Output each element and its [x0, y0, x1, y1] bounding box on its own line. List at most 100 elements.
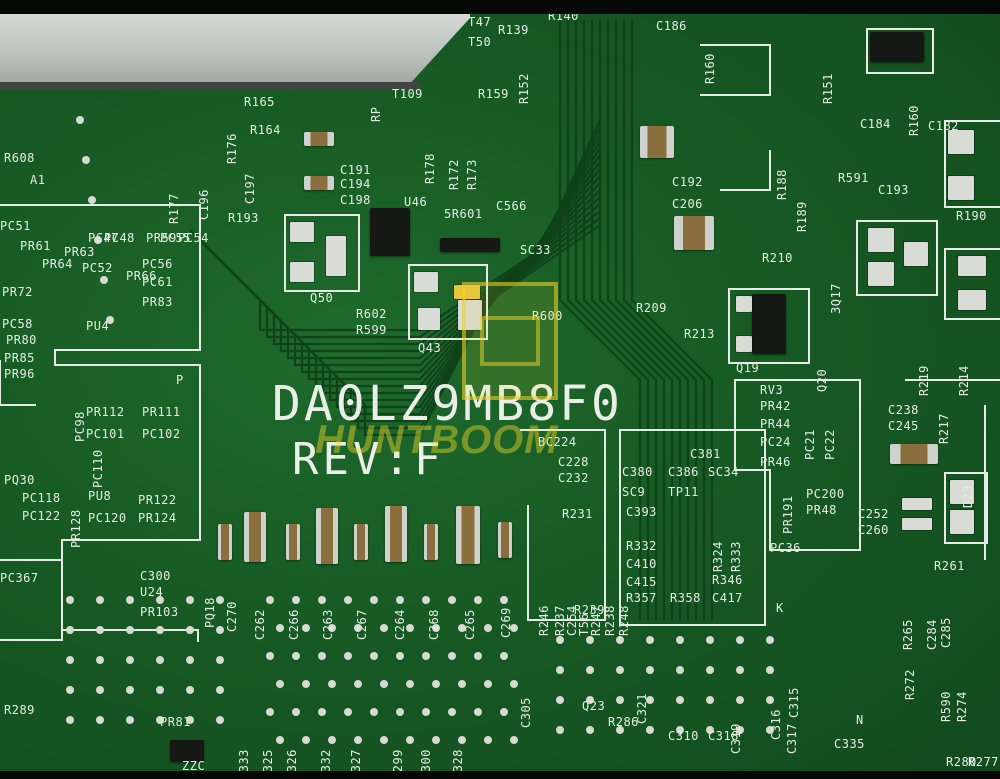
- designator-label: N: [856, 713, 864, 727]
- via: [422, 596, 430, 604]
- designator-label: R248: [617, 605, 631, 636]
- photo-frame-bottom: [0, 771, 1000, 779]
- via: [328, 736, 336, 744]
- pad: [950, 480, 974, 504]
- designator-label: C198: [340, 193, 371, 207]
- designator-label: C269: [499, 607, 513, 638]
- via: [646, 726, 654, 734]
- via: [474, 708, 482, 716]
- watermark-logo: [462, 282, 558, 400]
- pad: [948, 130, 974, 154]
- designator-label: Q50: [310, 291, 334, 305]
- designator-label: PC61: [142, 275, 173, 289]
- designator-label: R178: [423, 153, 437, 184]
- via: [706, 666, 714, 674]
- designator-label: R214: [957, 365, 971, 396]
- via: [66, 716, 74, 724]
- via: [766, 726, 774, 734]
- via: [646, 636, 654, 644]
- pad: [958, 290, 986, 310]
- via: [586, 696, 594, 704]
- capacitor-c245: [890, 444, 938, 464]
- via: [676, 696, 684, 704]
- board-model-marking: DA0LZ9MB8F0: [272, 376, 623, 432]
- designator-label: R160: [703, 53, 717, 84]
- via: [556, 666, 564, 674]
- designator-label: PC22: [823, 429, 837, 460]
- outline-q43: [408, 264, 488, 340]
- capacitor-c263: [316, 508, 338, 564]
- via: [354, 680, 362, 688]
- designator-label: C194: [340, 177, 371, 191]
- designator-label: PR72: [2, 285, 33, 299]
- designator-label: BC224: [538, 435, 577, 449]
- via: [328, 680, 336, 688]
- via: [216, 686, 224, 694]
- designator-label: PC98: [73, 411, 87, 442]
- designator-label: ZZC: [182, 759, 206, 773]
- capacitor-c265: [456, 506, 480, 564]
- via: [736, 696, 744, 704]
- via: [448, 596, 456, 604]
- designator-label: R160: [907, 105, 921, 136]
- via: [66, 656, 74, 664]
- designator-label: R177: [167, 193, 181, 224]
- via: [302, 680, 310, 688]
- designator-label: PC122: [22, 509, 61, 523]
- via: [216, 626, 224, 634]
- designator-label: R346: [712, 573, 743, 587]
- pad: [902, 518, 932, 530]
- designator-label: PC101: [86, 427, 125, 441]
- via: [432, 736, 440, 744]
- designator-label: Q19: [736, 361, 760, 375]
- designator-label: C182: [928, 119, 959, 133]
- heatsink-plate: [0, 10, 470, 90]
- designator-label: PQ18: [203, 597, 217, 628]
- via: [302, 736, 310, 744]
- via: [186, 596, 194, 604]
- via: [292, 596, 300, 604]
- designator-label: PR81: [160, 715, 191, 729]
- designator-label: C319: [729, 723, 743, 754]
- via: [216, 596, 224, 604]
- designator-label: PR59: [146, 231, 177, 245]
- designator-label: RV3: [760, 383, 784, 397]
- outline-top-right: [944, 120, 1000, 208]
- designator-label: R151: [821, 73, 835, 104]
- via: [510, 680, 518, 688]
- designator-label: C380: [622, 465, 653, 479]
- via: [500, 596, 508, 604]
- capacitor-c191: [304, 132, 334, 146]
- designator-label: C191: [340, 163, 371, 177]
- designator-label: R188: [775, 169, 789, 200]
- via: [676, 666, 684, 674]
- designator-label: C315: [787, 687, 801, 718]
- via: [646, 696, 654, 704]
- via: [736, 636, 744, 644]
- designator-label: PR83: [142, 295, 173, 309]
- via: [292, 652, 300, 660]
- designator-label: C228: [558, 455, 589, 469]
- designator-label: R265: [901, 619, 915, 650]
- pad: [868, 228, 894, 252]
- via: [370, 596, 378, 604]
- via: [766, 666, 774, 674]
- via: [500, 708, 508, 716]
- designator-label: R599: [356, 323, 387, 337]
- designator-label: R239: [574, 603, 605, 617]
- via: [422, 652, 430, 660]
- via: [556, 726, 564, 734]
- designator-label: R602: [356, 307, 387, 321]
- via: [706, 726, 714, 734]
- designator-label: R280: [946, 755, 977, 769]
- via: [318, 596, 326, 604]
- designator-label: PR64: [42, 257, 73, 271]
- designator-label: K: [776, 601, 784, 615]
- pad: [736, 296, 752, 312]
- via: [126, 656, 134, 664]
- via: [94, 236, 102, 244]
- designator-label: C206: [672, 197, 703, 211]
- designator-label: R176: [225, 133, 239, 164]
- via: [96, 656, 104, 664]
